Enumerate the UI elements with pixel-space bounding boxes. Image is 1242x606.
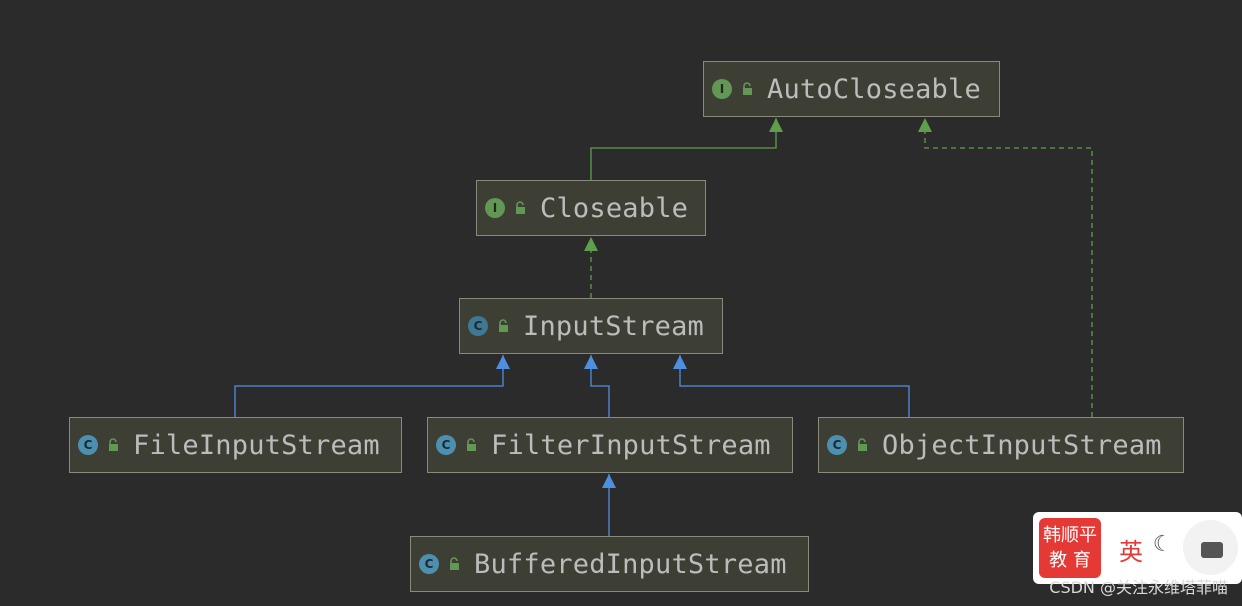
logo-line-1: 韩顺平 xyxy=(1043,525,1097,546)
node-inputstream[interactable]: C InputStream xyxy=(459,298,723,354)
watermark: CSDN @关注永维塔菲喵 xyxy=(1049,578,1228,597)
edge-fileinputstream-inputstream xyxy=(234,355,504,417)
arrowhead xyxy=(602,474,616,488)
node-label: InputStream xyxy=(523,310,705,342)
node-autocloseable[interactable]: I AutoCloseable xyxy=(703,61,1000,117)
unlock-icon xyxy=(467,438,476,451)
unlock-icon xyxy=(109,438,118,451)
language-toggle[interactable]: 英 xyxy=(1119,538,1143,566)
node-bufferedinputstream[interactable]: C BufferedInputStream xyxy=(410,536,809,592)
unlock-icon xyxy=(743,82,752,95)
unlock-icon xyxy=(858,438,867,451)
arrowhead xyxy=(769,118,783,132)
edge-filterinputstream-inputstream xyxy=(590,355,610,417)
logo-line-2: 教 育 xyxy=(1049,550,1091,571)
node-label: ObjectInputStream xyxy=(882,429,1162,461)
node-closeable[interactable]: I Closeable xyxy=(476,180,706,236)
interface-icon: I xyxy=(485,198,505,218)
node-fileinputstream[interactable]: C FileInputStream xyxy=(69,417,402,473)
unlock-icon xyxy=(516,201,525,214)
moon-icon[interactable]: ☾ xyxy=(1153,532,1167,557)
unlock-icon xyxy=(499,319,508,332)
arrowhead xyxy=(584,237,598,251)
class-icon: C xyxy=(78,435,98,455)
edge-objectinputstream-autocloseable xyxy=(924,118,1093,417)
node-objectinputstream[interactable]: C ObjectInputStream xyxy=(818,417,1184,473)
node-label: FilterInputStream xyxy=(491,429,771,461)
publisher-logo-card: 韩顺平 教 育 英 ☾ xyxy=(1033,512,1242,584)
node-label: Closeable xyxy=(540,192,689,224)
node-label: FileInputStream xyxy=(133,429,380,461)
unlock-icon xyxy=(450,557,459,570)
node-label: BufferedInputStream xyxy=(474,548,787,580)
abstract-class-icon: C xyxy=(468,316,488,336)
node-filterinputstream[interactable]: C FilterInputStream xyxy=(427,417,793,473)
arrowhead xyxy=(673,355,687,369)
arrowhead xyxy=(918,118,932,132)
class-icon: C xyxy=(419,554,439,574)
node-label: AutoCloseable xyxy=(767,73,981,105)
interface-icon: I xyxy=(712,79,732,99)
edge-objectinputstream-inputstream xyxy=(679,355,910,417)
publisher-logo: 韩顺平 教 育 xyxy=(1039,518,1101,578)
arrowhead xyxy=(584,355,598,369)
arrowhead xyxy=(496,355,510,369)
class-icon: C xyxy=(827,435,847,455)
edge-closeable-autocloseable xyxy=(590,118,777,180)
chat-icon xyxy=(1201,542,1223,558)
class-icon: C xyxy=(436,435,456,455)
